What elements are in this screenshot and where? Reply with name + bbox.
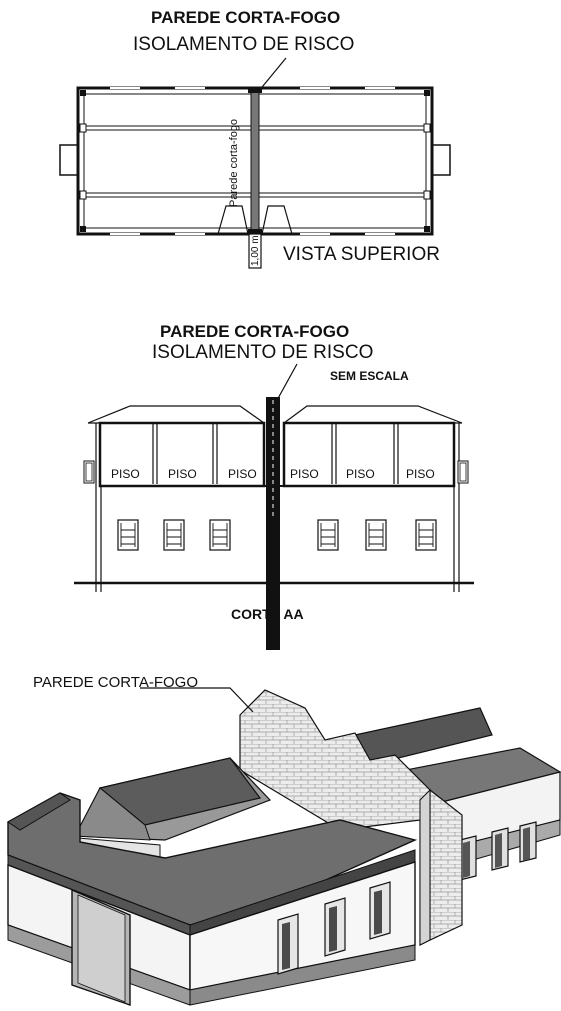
section-windows bbox=[117, 519, 437, 551]
floor-label: PISO bbox=[111, 467, 140, 481]
right-annex bbox=[432, 144, 451, 176]
section-view-drawing bbox=[74, 363, 474, 650]
cut-label: CORTE AA bbox=[231, 606, 304, 622]
right-roof bbox=[283, 405, 463, 424]
perspective-callout: PAREDE CORTA-FOGO bbox=[33, 674, 199, 691]
floor-label: PISO bbox=[406, 467, 435, 481]
top-view-subtitle: ISOLAMENTO DE RISCO bbox=[133, 34, 355, 55]
firewall-section bbox=[266, 397, 280, 650]
section-title: PAREDE CORTA-FOGO bbox=[160, 322, 350, 341]
floor-label: PISO bbox=[290, 467, 319, 481]
left-roof bbox=[87, 405, 265, 424]
wall-extension bbox=[248, 233, 262, 269]
floor-label: PISO bbox=[228, 467, 257, 481]
top-view-label: VISTA SUPERIOR bbox=[283, 244, 440, 265]
section-subtitle: ISOLAMENTO DE RISCO bbox=[152, 342, 374, 363]
top-view-drawing bbox=[59, 57, 451, 269]
scale-note: SEM ESCALA bbox=[330, 369, 409, 383]
top-view-title: PAREDE CORTA-FOGO bbox=[151, 8, 341, 27]
floor-label: PISO bbox=[346, 467, 375, 481]
floor-label: PISO bbox=[168, 467, 197, 481]
left-annex bbox=[59, 144, 78, 176]
